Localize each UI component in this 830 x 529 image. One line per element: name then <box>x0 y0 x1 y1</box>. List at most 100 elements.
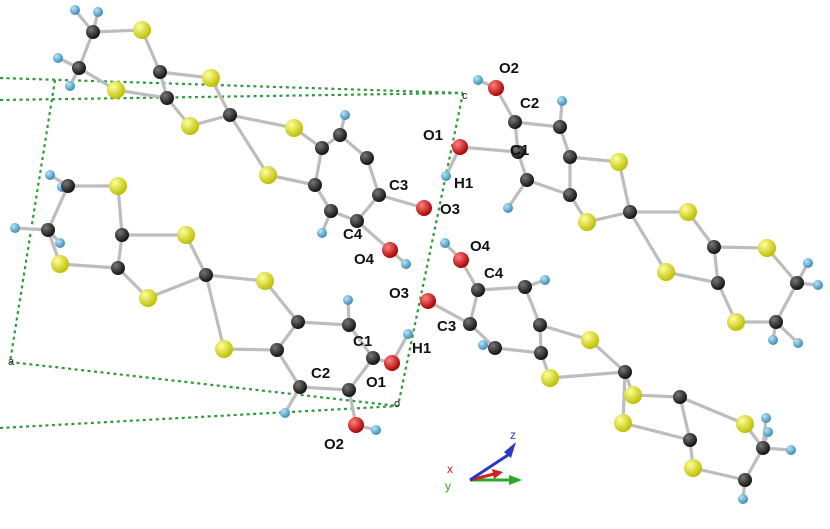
bond <box>548 370 627 380</box>
carbon-atom <box>533 318 547 332</box>
bond <box>296 320 351 327</box>
carbon-atom <box>199 268 213 282</box>
bond-layer <box>13 8 820 501</box>
hydrogen-atom <box>540 275 550 285</box>
bond <box>513 120 562 129</box>
carbon-atom <box>463 317 477 331</box>
carbon-atom <box>769 315 783 329</box>
carbon-atom <box>160 91 174 105</box>
sulfur-atom <box>107 81 125 99</box>
sulfur-atom <box>256 272 274 290</box>
bond <box>678 395 692 442</box>
hydrogen-atom <box>45 170 55 180</box>
carbon-atom <box>270 343 284 357</box>
carbon-atom <box>315 141 329 155</box>
sulfur-atom <box>215 340 233 358</box>
carbon-atom <box>342 318 356 332</box>
sulfur-atom <box>679 203 697 221</box>
carbon-atom <box>111 261 125 275</box>
bond <box>204 273 267 283</box>
carbon-atom <box>342 383 356 397</box>
atom-label-c3-mid: C3 <box>389 177 408 194</box>
axis-triad: x y z <box>445 428 522 493</box>
bond <box>458 145 520 154</box>
hydrogen-atom <box>768 335 778 345</box>
bond <box>228 113 270 177</box>
cell-label-o: o <box>394 398 400 410</box>
carbon-atom <box>41 223 55 237</box>
hydrogen-atom <box>793 338 803 348</box>
hydrogen-atom <box>803 258 813 268</box>
atom-label-c4-right: C4 <box>484 265 504 282</box>
carbon-atom <box>61 179 75 193</box>
bond <box>621 421 692 442</box>
sulfur-atom <box>758 239 776 257</box>
bond <box>46 184 70 232</box>
carbon-atom <box>553 120 567 134</box>
carbon-atom <box>520 173 534 187</box>
atom-label-c1-bottom: C1 <box>353 333 372 350</box>
carbon-atom <box>488 341 502 355</box>
hydrogen-atom <box>813 280 823 290</box>
oxygen-atom <box>452 139 468 155</box>
carbon-atom <box>511 145 525 159</box>
carbon-atom <box>563 150 577 164</box>
hydrogen-atom <box>340 110 350 120</box>
sulfur-atom <box>581 331 599 349</box>
hydrogen-atom <box>403 329 413 339</box>
hydrogen-atom <box>10 223 20 233</box>
sulfur-atom <box>51 255 69 273</box>
sulfur-atom <box>624 386 642 404</box>
oxygen-atom <box>420 293 436 309</box>
atom-label-o3-right: O3 <box>389 285 409 302</box>
atom-label-c2-bottom: C2 <box>311 365 330 382</box>
bond <box>298 385 351 392</box>
sulfur-atom <box>177 226 195 244</box>
atom-label-o4-right: O4 <box>470 238 491 255</box>
bond <box>228 113 296 130</box>
hydrogen-atom <box>70 5 80 15</box>
oxygen-atom <box>382 242 398 258</box>
hydrogen-atom <box>503 203 513 213</box>
cell-label-c: c <box>462 90 468 102</box>
hydrogen-atom <box>440 238 450 248</box>
atom-label-o1-top: O1 <box>423 127 443 144</box>
carbon-atom <box>115 228 129 242</box>
hydrogen-atom <box>557 96 567 106</box>
hydrogen-atom <box>53 53 63 63</box>
carbon-atom <box>471 283 485 297</box>
cell-label-a: a <box>8 356 15 368</box>
sulfur-atom <box>657 263 675 281</box>
sulfur-atom <box>133 21 151 39</box>
sulfur-atom <box>610 153 628 171</box>
oxygen-atom <box>384 355 400 371</box>
bond <box>476 285 527 292</box>
axis-label-z: z <box>510 428 516 442</box>
carbon-atom <box>293 380 307 394</box>
sulfur-atom <box>285 119 303 137</box>
carbon-atom <box>72 61 86 75</box>
hydrogen-atom <box>473 75 483 85</box>
carbon-atom <box>324 204 338 218</box>
carbon-atom <box>333 128 347 142</box>
carbon-atom <box>508 115 522 129</box>
sulfur-atom <box>727 313 745 331</box>
hydrogen-atom <box>738 494 748 504</box>
bond <box>678 395 747 426</box>
hydrogen-atom <box>317 228 327 238</box>
oxygen-atom <box>348 417 364 433</box>
hydrogen-atom <box>280 408 290 418</box>
sulfur-atom <box>139 289 157 307</box>
atom-label-h1-top: H1 <box>454 175 473 192</box>
carbon-atom <box>623 205 637 219</box>
carbon-atom <box>711 276 725 290</box>
hydrogen-atom <box>65 81 75 91</box>
carbon-atom <box>291 315 305 329</box>
sulfur-atom <box>181 117 199 135</box>
sulfur-atom <box>578 213 596 231</box>
atom-label-o1-bottom: O1 <box>366 374 386 391</box>
carbon-atom <box>86 25 100 39</box>
carbon-atom <box>683 433 697 447</box>
sulfur-atom <box>202 69 220 87</box>
